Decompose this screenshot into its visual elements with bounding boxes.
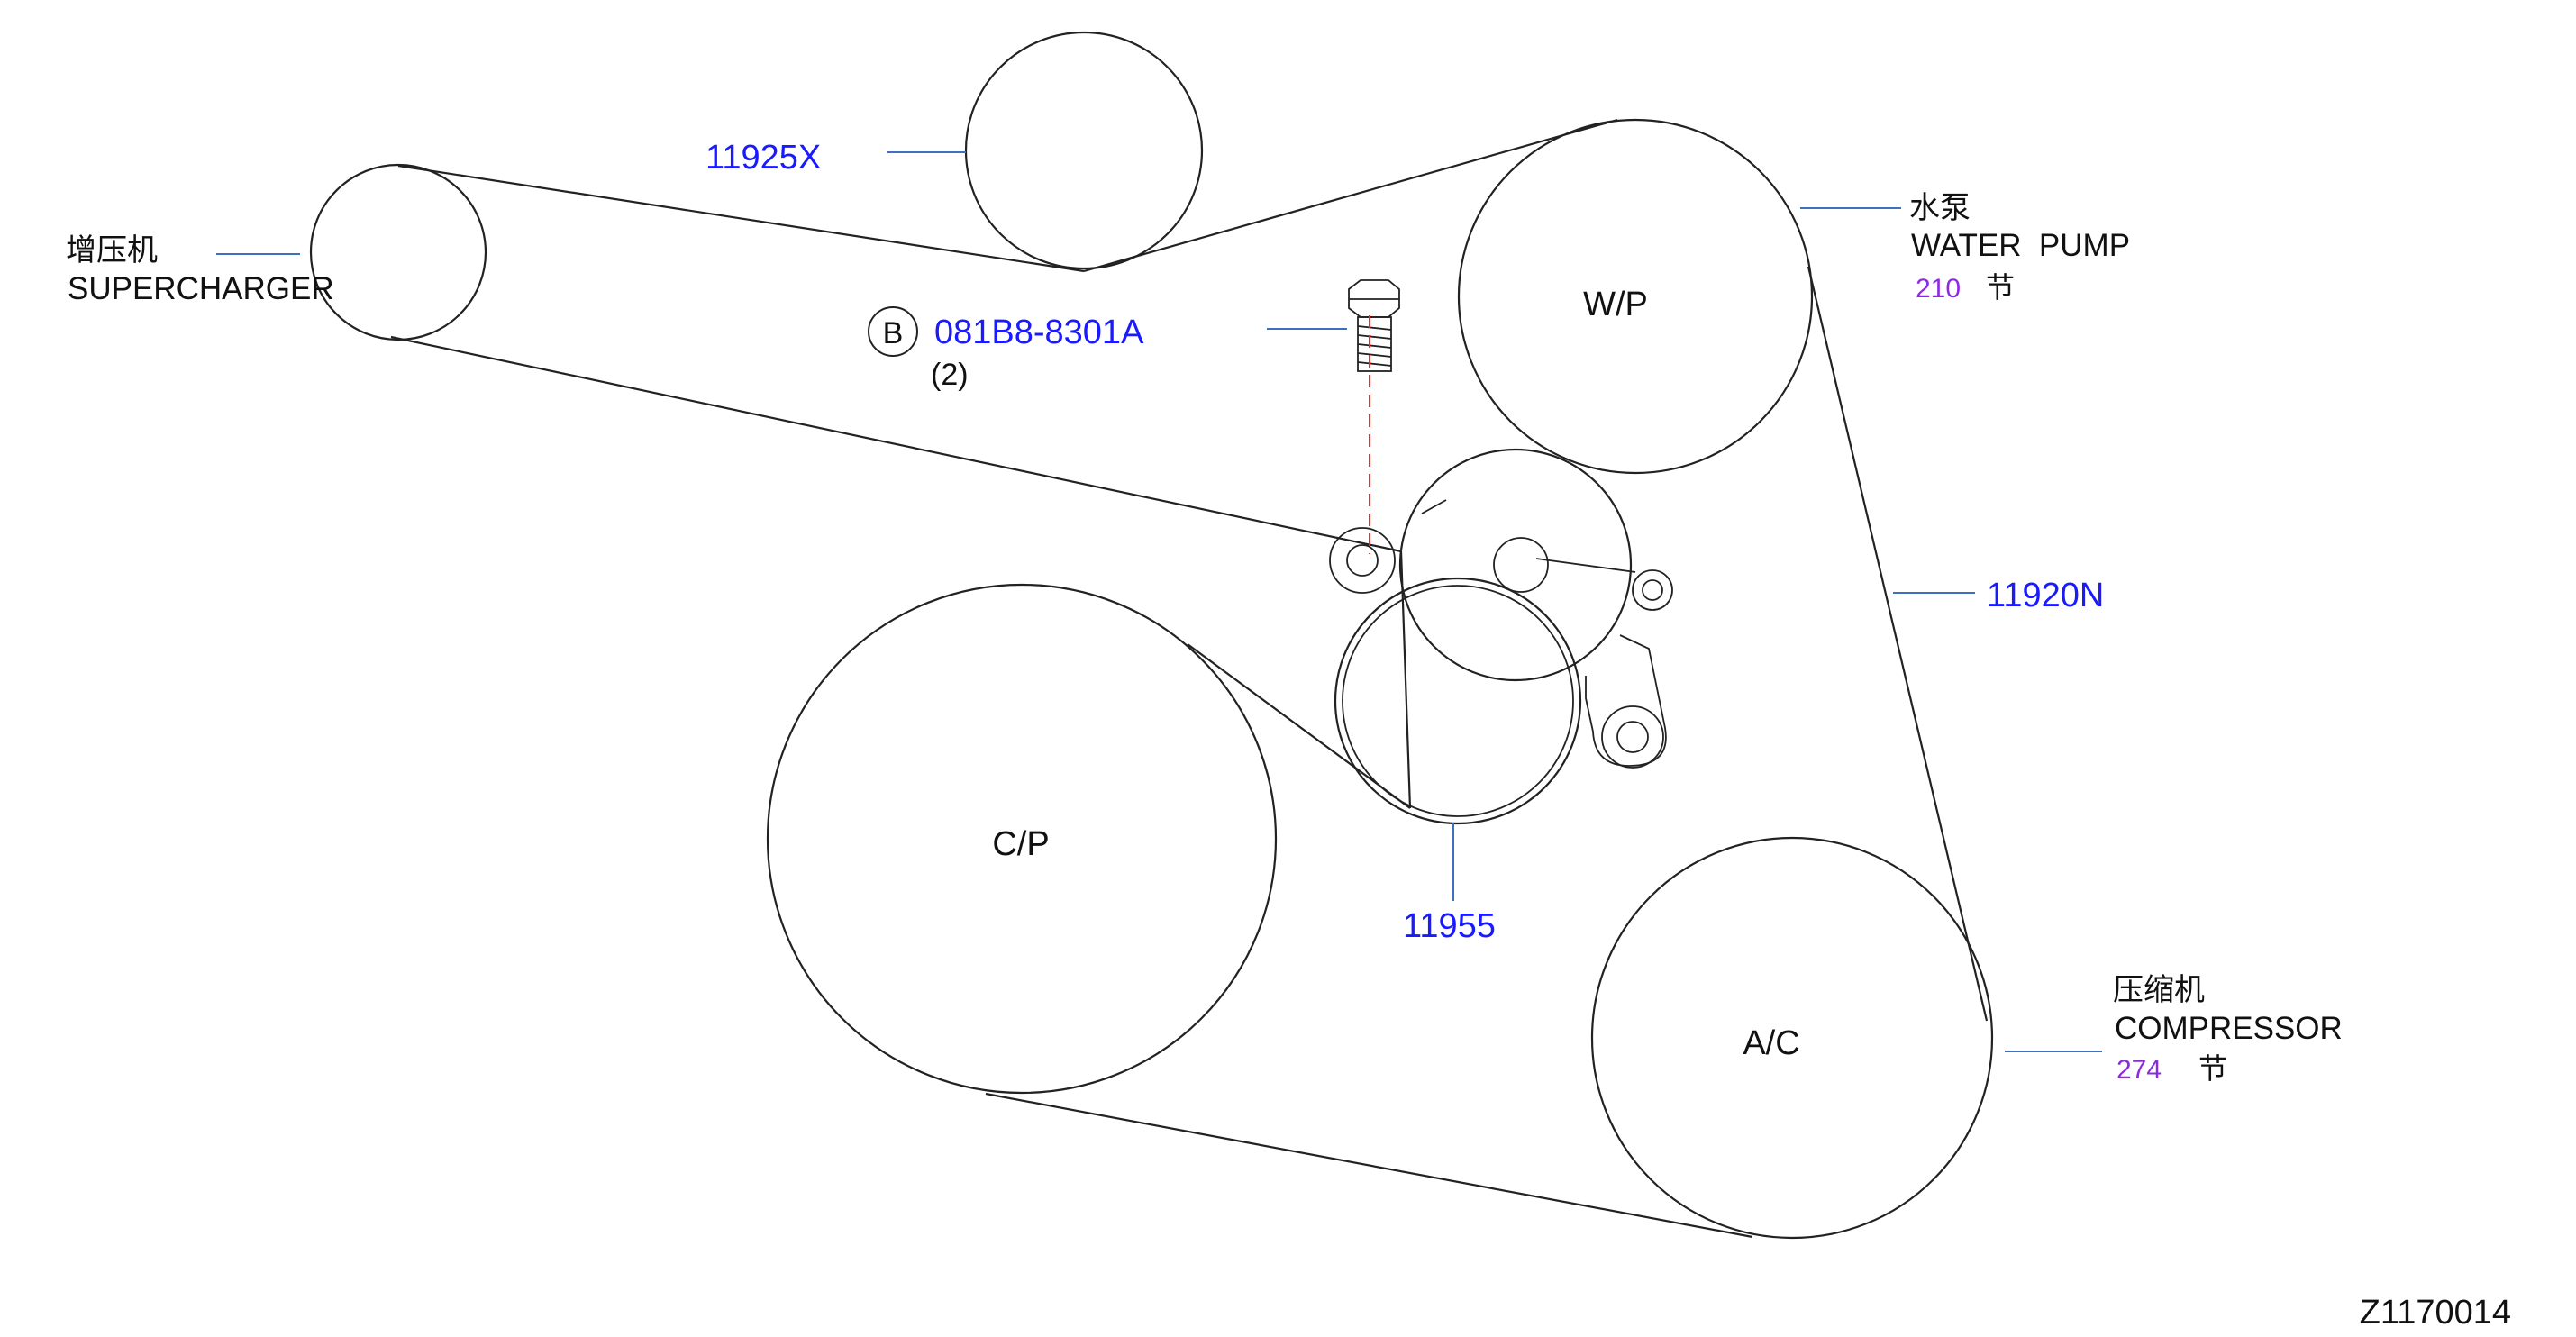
bolt-thread <box>1357 325 1392 367</box>
water-pump-label-cn: 水泵 <box>1909 191 1971 225</box>
tensioner-part-number[interactable]: 11955 <box>1403 907 1496 945</box>
water-pump-section-ref[interactable]: 210 <box>1916 274 1961 304</box>
tensioner-mount-lug-right <box>1632 569 1673 611</box>
tensioner-pulley-inner <box>1342 585 1574 817</box>
belt-run-cp-to-tensioner <box>1187 643 1411 809</box>
tensioner-hub <box>1493 537 1549 593</box>
ac-pulley-label: A/C <box>1743 1024 1799 1062</box>
belt-part-number[interactable]: 11920N <box>1987 577 2104 614</box>
compressor-label-cn: 压缩机 <box>2113 973 2205 1007</box>
tensioner-mount-lug-left <box>1329 527 1396 594</box>
water-pump-label: 水泵 WATER PUMP 210 节 <box>1909 191 2130 304</box>
bolt-081B8-8301A <box>1267 279 1400 554</box>
belt-run-idler-to-wp <box>1083 118 1618 273</box>
tensioner-mount-hole-lower <box>1616 721 1649 753</box>
belt-run-tensioner-to-sc <box>1399 550 1412 809</box>
tensioner-mount-hole-left <box>1346 544 1379 577</box>
bolt-head <box>1348 279 1400 318</box>
tensioner-pulley-outer <box>1334 577 1582 825</box>
belt-run-wp-to-ac <box>1807 266 1989 1022</box>
tensioner-mount-hole-right <box>1642 579 1663 601</box>
supercharger-label-en: SUPERCHARGER <box>68 271 334 306</box>
water-pump-section-label: 节 <box>1986 271 2015 304</box>
belt-run-sc-to-idler <box>397 164 1085 273</box>
crank-pulley-label: C/P <box>992 825 1049 863</box>
tensioner-bracket-arm <box>1421 499 1667 767</box>
compressor-section-label: 节 <box>2198 1052 2227 1085</box>
tensioner-assembly <box>1329 448 1673 825</box>
idler-pulley <box>964 31 1204 270</box>
tensioner-body <box>1398 448 1633 682</box>
belt-run-ac-to-cp <box>985 1092 1753 1239</box>
tensioner-mount-lug-lower <box>1601 705 1664 769</box>
compressor-label: 压缩机 COMPRESSOR 274 节 <box>2113 973 2343 1085</box>
supercharger-label: 增压机 SUPERCHARGER <box>66 233 334 306</box>
bolt-part-number[interactable]: 081B8-8301A <box>934 314 1144 351</box>
figure-id: Z1170014 <box>2360 1294 2511 1332</box>
ac-compressor-pulley <box>1590 836 1994 1240</box>
compressor-section-ref[interactable]: 274 <box>2116 1055 2162 1085</box>
drive-belt <box>390 118 1989 1239</box>
bolt-quantity: (2) <box>931 358 969 392</box>
compressor-label-en: COMPRESSOR <box>2115 1011 2343 1046</box>
crank-pulley <box>766 583 1278 1095</box>
bolt-reference-circle <box>868 306 918 357</box>
water-pump-pulley <box>1457 118 1814 475</box>
water-pump-label-en: WATER PUMP <box>1911 228 2130 263</box>
bolt-reference-letter: B <box>883 316 904 350</box>
supercharger-label-cn: 增压机 <box>66 233 158 268</box>
belt-run-sc-lower <box>390 335 1402 553</box>
idler-part-number[interactable]: 11925X <box>705 139 821 177</box>
water-pump-pulley-label: W/P <box>1583 286 1648 323</box>
supercharger-pulley <box>309 163 487 341</box>
bolt-callout: B 081B8-8301A (2) <box>868 306 1144 392</box>
